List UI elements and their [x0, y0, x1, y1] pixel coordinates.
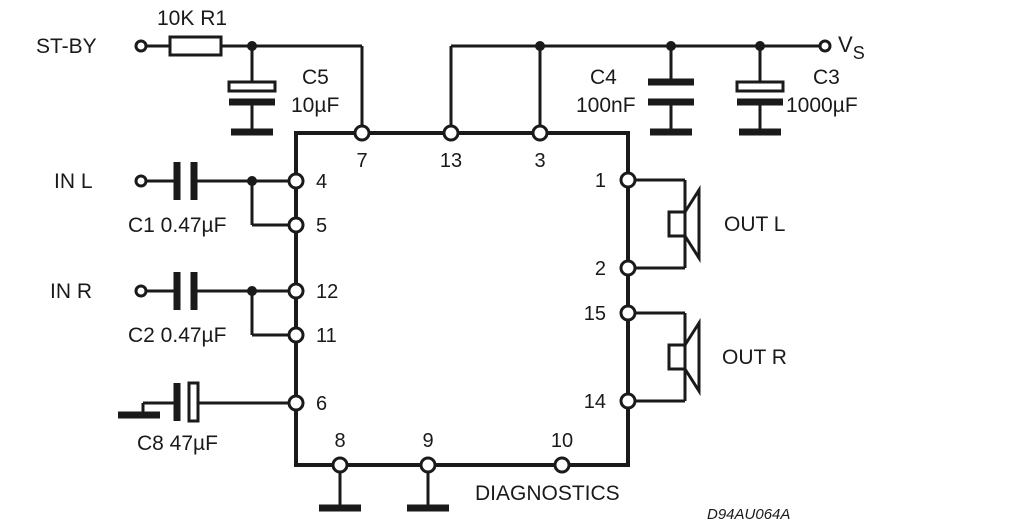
pin-10 [553, 456, 571, 474]
pin-14-label: 14 [584, 391, 606, 413]
c4-name-label: C4 [590, 66, 617, 89]
c1-label: C1 0.47µF [128, 214, 226, 237]
in-right-label: IN R [50, 280, 92, 303]
capacitor-c2 [173, 272, 198, 310]
pin-12 [287, 282, 305, 300]
c5-value-label: 10µF [291, 94, 339, 117]
pin-10-label: 10 [551, 430, 573, 452]
pin-9-label: 9 [422, 430, 433, 452]
pin-6-label: 6 [316, 393, 327, 415]
pin-1-label: 1 [595, 170, 606, 192]
pin-7-label: 7 [356, 150, 367, 172]
supply-network [449, 41, 820, 136]
in-left-terminal [134, 174, 148, 188]
pin-5 [287, 216, 305, 234]
c2-label: C2 0.47µF [128, 324, 226, 347]
input-right-network [146, 272, 289, 337]
pin-1 [619, 171, 637, 189]
c5-name-label: C5 [302, 66, 329, 89]
pin-4 [287, 172, 305, 190]
pin-9 [419, 456, 437, 474]
resistor-r1 [168, 35, 223, 57]
vs-label: VS [838, 32, 865, 63]
capacitor-c3 [735, 80, 785, 106]
capacitor-c8 [173, 381, 200, 423]
standby-label: ST-BY [36, 35, 97, 58]
pin-12-label: 12 [316, 281, 338, 303]
pin-13 [442, 124, 460, 142]
c3-name-label: C3 [813, 66, 840, 89]
c3-value-label: 1000µF [786, 94, 858, 117]
pin-2 [619, 259, 637, 277]
pin-13-label: 13 [440, 150, 462, 172]
standby-terminal [134, 39, 148, 53]
capacitor-c5 [227, 80, 277, 106]
out-right-label: OUT R [722, 346, 787, 369]
ic-body [294, 131, 630, 467]
c8-label: C8 47µF [137, 432, 218, 455]
pin-14 [619, 392, 637, 410]
speaker-left [628, 178, 701, 270]
capacitor-c4 [648, 78, 694, 106]
r1-label: 10K R1 [157, 7, 227, 30]
diagnostics-label: DIAGNOSTICS [475, 482, 620, 505]
input-left-network [146, 162, 289, 227]
pin-15 [619, 304, 637, 322]
capacitor-c1 [173, 162, 198, 200]
vs-terminal [818, 39, 832, 53]
pin-5-label: 5 [316, 215, 327, 237]
pin-6 [287, 394, 305, 412]
c4-value-label: 100nF [576, 94, 636, 117]
pin-15-label: 15 [584, 303, 606, 325]
in-right-terminal [134, 284, 148, 298]
standby-network [146, 35, 364, 136]
pin-7 [353, 124, 371, 142]
pin-8 [331, 456, 349, 474]
pin-4-label: 4 [316, 171, 327, 193]
drawing-code: D94AU064A [707, 506, 790, 523]
pin-3 [531, 124, 549, 142]
out-left-label: OUT L [724, 213, 785, 236]
speaker-right [628, 311, 701, 403]
pin-2-label: 2 [595, 258, 606, 280]
pin-11-label: 11 [316, 325, 337, 347]
pin-3-label: 3 [534, 150, 545, 172]
c8-network [118, 381, 289, 423]
pin-8-label: 8 [334, 430, 345, 452]
pin-11 [287, 326, 305, 344]
in-left-label: IN L [54, 170, 93, 193]
